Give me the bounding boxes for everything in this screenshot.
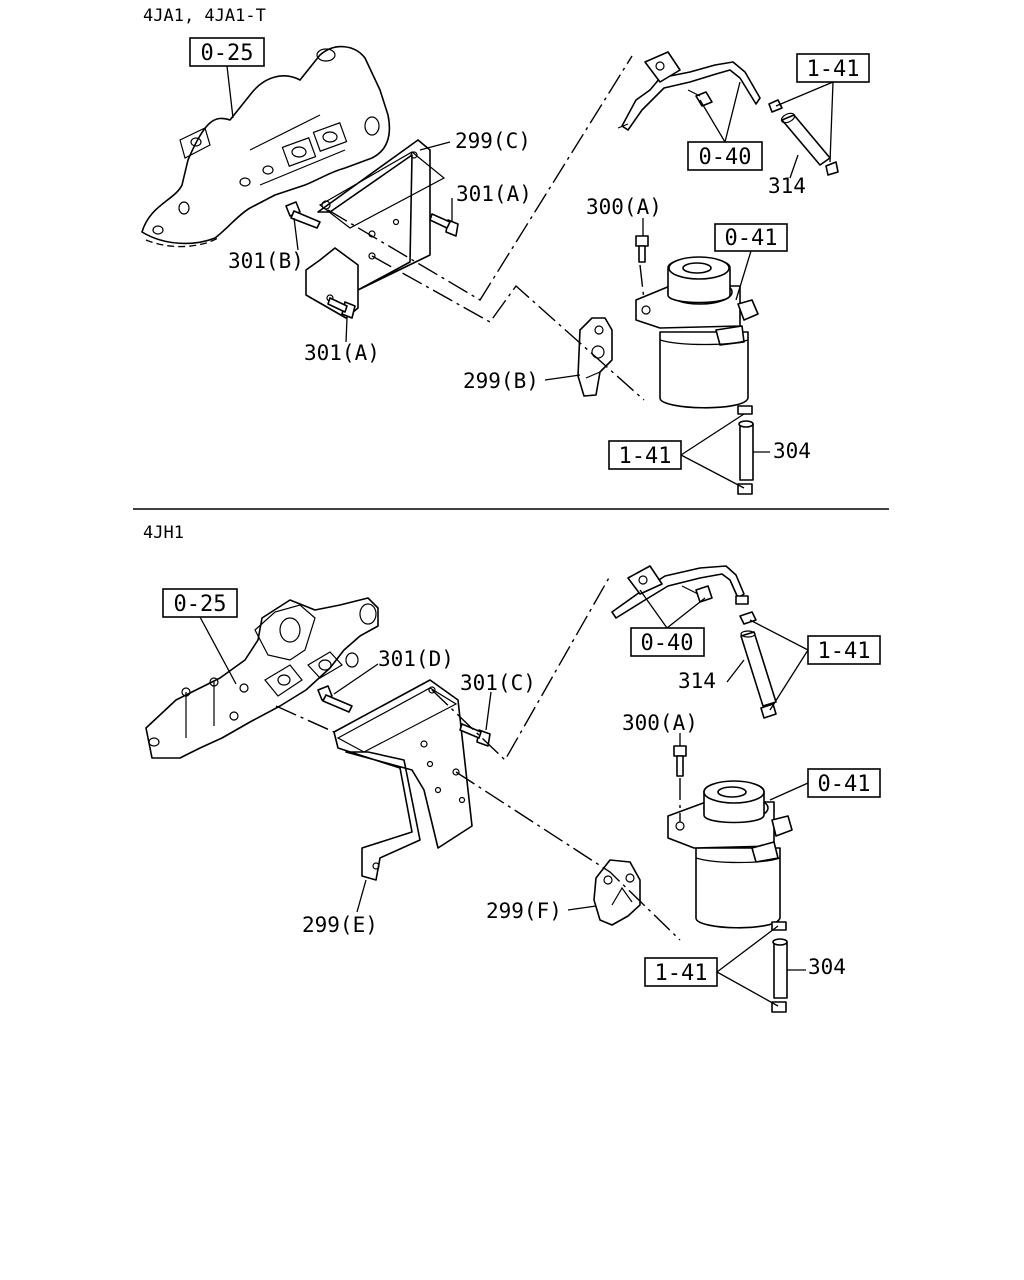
svg-text:1-41: 1-41 bbox=[619, 444, 672, 469]
ref-box-0-40-top: 0-40 bbox=[687, 141, 763, 171]
exhaust-manifold-4ja1 bbox=[141, 45, 391, 248]
label-299c: 299(C) bbox=[455, 129, 531, 153]
exhaust-manifold-4jh1 bbox=[145, 597, 379, 759]
ref-box-0-40-bottom: 0-40 bbox=[630, 627, 705, 657]
bracket-299f bbox=[593, 859, 641, 926]
chain-line-top-a bbox=[327, 55, 633, 301]
ref-box-1-41-bottom-upper: 1-41 bbox=[807, 635, 881, 665]
chain-line-top-c bbox=[639, 264, 645, 301]
bolt-301a-right-top bbox=[429, 213, 459, 237]
bolt-301a-lower-top bbox=[327, 297, 356, 319]
label-304-bottom: 304 bbox=[808, 955, 846, 979]
chain-line-bottom-c bbox=[455, 771, 681, 941]
ref-box-1-41-bottom-lower: 1-41 bbox=[644, 957, 718, 987]
bolt-300a-bottom bbox=[673, 745, 687, 777]
chain-line-top-b bbox=[371, 255, 645, 401]
hose-314-bottom bbox=[739, 611, 777, 719]
hose-314-top bbox=[768, 99, 839, 176]
ref-box-1-41-top-lower: 1-41 bbox=[608, 440, 682, 470]
label-314-top: 314 bbox=[768, 174, 806, 198]
label-301c: 301(C) bbox=[460, 671, 536, 695]
fuel-pipe-bottom bbox=[611, 565, 749, 619]
label-299f: 299(F) bbox=[486, 899, 562, 923]
fuel-pipe-top bbox=[617, 51, 761, 131]
label-299b: 299(B) bbox=[463, 369, 539, 393]
ref-box-0-41-bottom: 0-41 bbox=[807, 768, 881, 798]
label-301d: 301(D) bbox=[378, 647, 454, 671]
bolt-301b-top bbox=[285, 201, 321, 229]
label-301b: 301(B) bbox=[228, 249, 304, 273]
svg-text:0-40: 0-40 bbox=[641, 631, 694, 656]
fuel-filter-bottom bbox=[667, 780, 793, 929]
ref-box-0-25-bottom: 0-25 bbox=[162, 588, 238, 618]
hose-304-top bbox=[737, 405, 754, 495]
svg-text:1-41: 1-41 bbox=[655, 961, 708, 986]
bolt-301c bbox=[459, 723, 491, 747]
label-314-bottom: 314 bbox=[678, 669, 716, 693]
section-title-bottom: 4JH1 bbox=[143, 523, 184, 543]
fuel-filter-top bbox=[635, 256, 759, 409]
bracket-299e bbox=[333, 679, 473, 881]
bolt-300a-top bbox=[635, 235, 649, 263]
label-301a-top-right: 301(A) bbox=[456, 182, 532, 206]
chain-line-bottom-b bbox=[275, 705, 335, 733]
bolt-301d bbox=[317, 685, 353, 713]
svg-text:0-25: 0-25 bbox=[201, 41, 254, 66]
label-300a-top: 300(A) bbox=[586, 195, 662, 219]
label-300a-bottom: 300(A) bbox=[622, 711, 698, 735]
hose-304-bottom bbox=[771, 921, 788, 1013]
svg-text:0-25: 0-25 bbox=[174, 592, 227, 617]
svg-text:0-41: 0-41 bbox=[725, 226, 778, 251]
section-title-top: 4JA1, 4JA1-T bbox=[143, 6, 266, 26]
svg-text:1-41: 1-41 bbox=[818, 639, 871, 664]
ref-box-0-25-top: 0-25 bbox=[189, 37, 265, 67]
label-299e: 299(E) bbox=[302, 913, 378, 937]
label-301a-top-lower: 301(A) bbox=[304, 341, 380, 365]
ref-box-0-41-top: 0-41 bbox=[714, 223, 788, 252]
svg-text:0-41: 0-41 bbox=[818, 772, 871, 797]
ref-box-1-41-top-upper: 1-41 bbox=[796, 53, 870, 83]
section-4ja1: 4JA1, 4JA1-T bbox=[141, 6, 870, 495]
label-304-top: 304 bbox=[773, 439, 811, 463]
section-4jh1: 4JH1 bbox=[143, 523, 881, 1013]
svg-text:0-40: 0-40 bbox=[699, 145, 752, 170]
svg-text:1-41: 1-41 bbox=[807, 57, 860, 82]
